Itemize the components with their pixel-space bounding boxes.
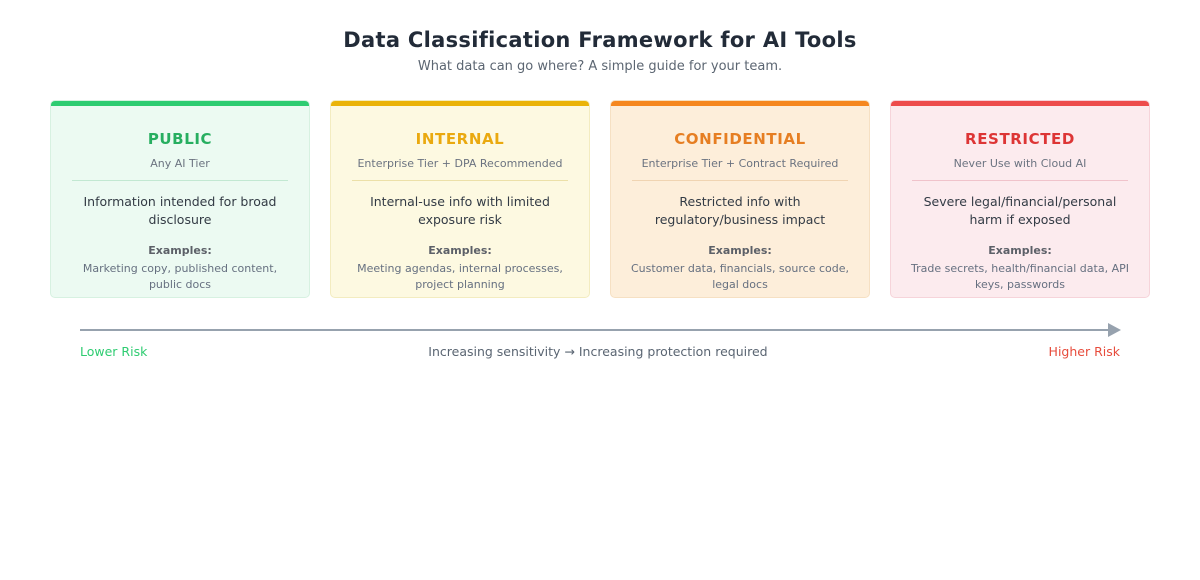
card-confidential-divider	[631, 180, 849, 181]
card-confidential-requirement: Enterprise Tier + Contract Required	[641, 157, 839, 170]
card-public-description: Information intended for broad disclosur…	[83, 194, 277, 228]
card-internal-accent-bar	[331, 101, 589, 106]
card-confidential: CONFIDENTIAL Enterprise Tier + Contract …	[610, 100, 870, 298]
card-restricted: RESTRICTED Never Use with Cloud AI Sever…	[890, 100, 1150, 298]
card-public-title: PUBLIC	[147, 130, 213, 148]
card-restricted-examples-label: Examples:	[988, 244, 1052, 258]
card-public-examples-label: Examples:	[148, 244, 212, 258]
card-public-examples: Marketing copy, published content, publi…	[82, 262, 278, 292]
card-internal-divider	[351, 180, 569, 181]
card-internal: INTERNAL Enterprise Tier + DPA Recommend…	[330, 100, 590, 298]
risk-axis-labels: Lower Risk Increasing sensitivity → Incr…	[80, 344, 1120, 359]
card-public-divider	[71, 180, 289, 181]
card-public-requirement: Any AI Tier	[150, 157, 210, 170]
page-title: Data Classification Framework for AI Too…	[343, 28, 857, 52]
higher-risk-label: Higher Risk	[1048, 344, 1120, 359]
card-restricted-title: RESTRICTED	[965, 130, 1075, 148]
card-restricted-examples: Trade secrets, health/financial data, AP…	[911, 262, 1129, 292]
axis-caption: Increasing sensitivity → Increasing prot…	[428, 344, 768, 359]
card-internal-examples-label: Examples:	[428, 244, 492, 258]
card-internal-description: Internal-use info with limited exposure …	[370, 194, 550, 228]
arrow-right-icon	[1108, 323, 1121, 337]
classification-cards-row: PUBLIC Any AI Tier Information intended …	[50, 100, 1150, 298]
card-internal-requirement: Enterprise Tier + DPA Recommended	[357, 157, 563, 170]
card-confidential-examples-label: Examples:	[708, 244, 772, 258]
card-restricted-accent-bar	[891, 101, 1149, 106]
page-subtitle: What data can go where? A simple guide f…	[417, 59, 783, 74]
lower-risk-label: Lower Risk	[80, 344, 148, 359]
card-restricted-description: Severe legal/financial/personal harm if …	[923, 194, 1117, 228]
card-internal-examples: Meeting agendas, internal processes, pro…	[357, 262, 563, 292]
card-confidential-examples: Customer data, financials, source code, …	[631, 262, 849, 292]
card-confidential-accent-bar	[611, 101, 869, 106]
card-restricted-divider	[911, 180, 1129, 181]
card-restricted-requirement: Never Use with Cloud AI	[953, 157, 1087, 170]
card-public-accent-bar	[51, 101, 309, 106]
risk-axis-line	[80, 329, 1108, 331]
card-confidential-description: Restricted info with regulatory/business…	[654, 194, 826, 228]
card-public: PUBLIC Any AI Tier Information intended …	[50, 100, 310, 298]
card-internal-title: INTERNAL	[415, 130, 505, 148]
card-confidential-title: CONFIDENTIAL	[674, 130, 806, 148]
